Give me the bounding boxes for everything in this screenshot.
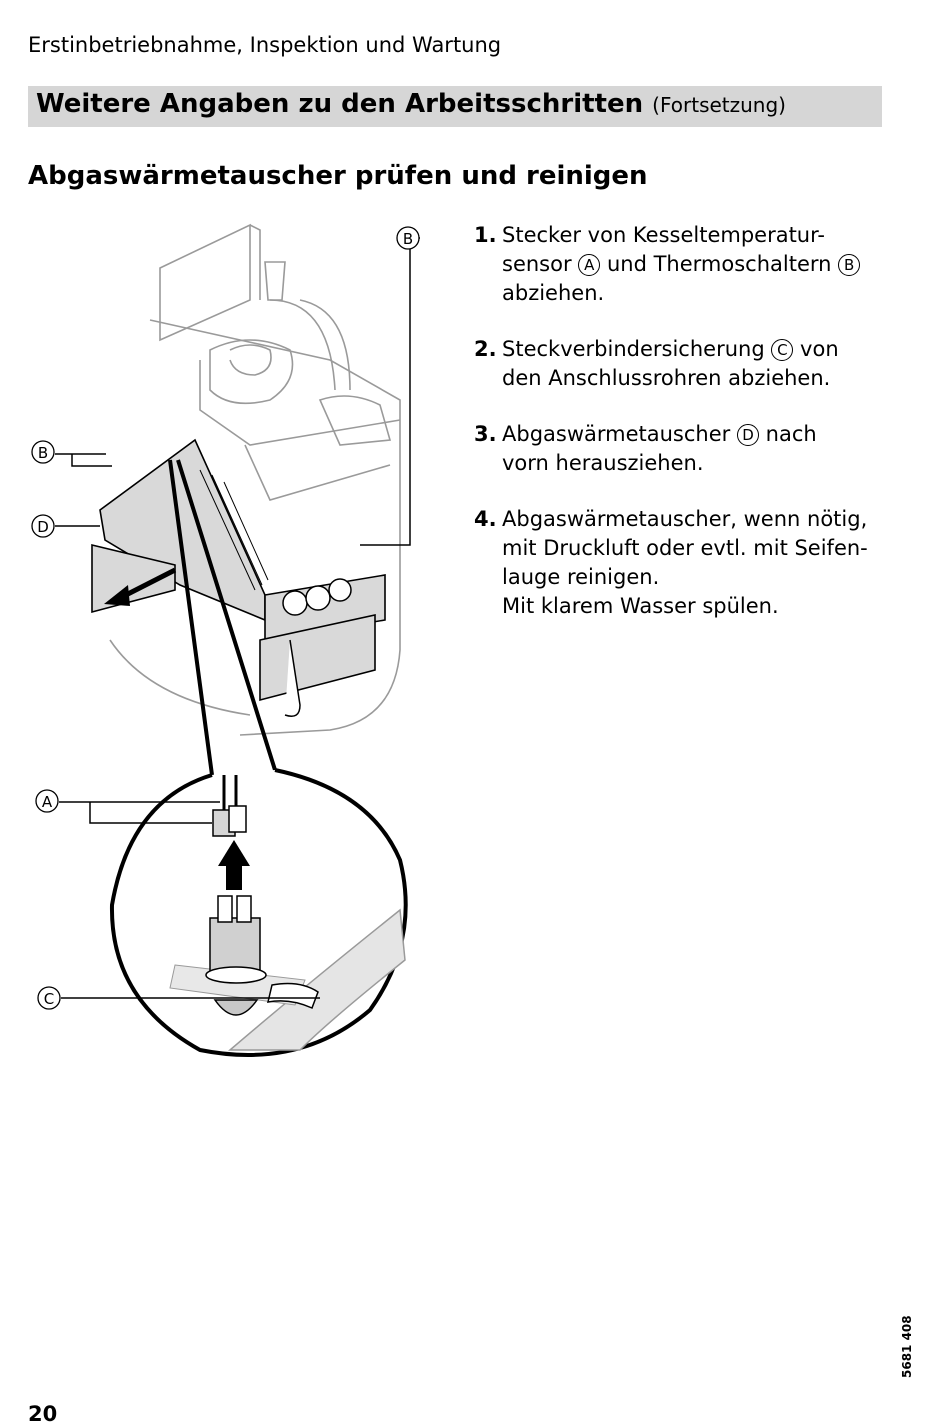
step-text: mit Druckluft oder evtl. mit Seifen- [502, 536, 868, 560]
step-list: 1. Stecker von Kesseltemperatur- sensor … [474, 221, 914, 648]
callout-c: C [44, 990, 54, 1008]
heat-exchanger [91, 438, 386, 702]
step-number: 4. [474, 507, 497, 531]
callout-mark: B [838, 254, 861, 276]
pull-direction-arrowhead [104, 585, 130, 606]
callout-circles [31, 226, 420, 1010]
callout-a: A [42, 793, 53, 811]
step-2: 2. Steckverbindersicherung C von den Ans… [474, 335, 914, 393]
section-bar: Weitere Angaben zu den Arbeitsschritten … [28, 86, 882, 127]
callout-mark: C [771, 339, 794, 361]
step-text: Abgaswärmetauscher, wenn nötig, [502, 507, 868, 531]
detail-contents [169, 775, 406, 1051]
step-text: sensor [502, 252, 572, 276]
step-text: von [800, 337, 839, 361]
fittings [282, 578, 352, 717]
document-number: 5681 408 [900, 1315, 914, 1378]
step-text: vorn herausziehen. [502, 451, 704, 475]
step-3: 3. Abgaswärmetauscher D nach vorn heraus… [474, 420, 914, 478]
step-text: den Anschlussrohren abziehen. [502, 366, 831, 390]
pull-direction-arrow [118, 567, 177, 601]
technical-illustration: B B D A C [31, 223, 420, 1057]
page-number: 20 [28, 1402, 58, 1426]
callout-d: D [37, 518, 49, 536]
step-text: nach [765, 422, 817, 446]
step-number: 3. [474, 422, 497, 446]
step-text: Stecker von Kesseltemperatur- [502, 223, 825, 247]
step-text: Steckverbindersicherung [502, 337, 765, 361]
boiler-outline [109, 223, 401, 736]
step-text: Abgaswärmetauscher [502, 422, 731, 446]
callout-b-left: B [38, 444, 48, 462]
callout-b-top: B [403, 230, 413, 248]
step-number: 2. [474, 337, 497, 361]
step-text: und Thermoschaltern [606, 252, 832, 276]
callout-mark: A [578, 254, 601, 276]
subheading: Abgaswärmetauscher prüfen und reinigen [28, 161, 648, 191]
section-title: Weitere Angaben zu den Arbeitsschritten [36, 89, 644, 119]
step-text: abziehen. [502, 281, 605, 305]
section-continuation: (Fortsetzung) [652, 93, 786, 117]
step-text: lauge reinigen. [502, 565, 660, 589]
step-4: 4. Abgaswärmetauscher, wenn nötig, mit D… [474, 505, 914, 621]
step-1: 1. Stecker von Kesseltemperatur- sensor … [474, 221, 914, 308]
step-number: 1. [474, 223, 497, 247]
callout-mark: D [736, 424, 759, 446]
step-text: Mit klarem Wasser spülen. [502, 594, 779, 618]
section-title-wrap: Weitere Angaben zu den Arbeitsschritten … [36, 89, 786, 119]
zoom-connector [168, 459, 277, 776]
fin-lines [199, 469, 269, 591]
detail-magnifier [109, 768, 408, 1057]
running-head: Erstinbetriebnahme, Inspektion und Wartu… [28, 33, 502, 57]
